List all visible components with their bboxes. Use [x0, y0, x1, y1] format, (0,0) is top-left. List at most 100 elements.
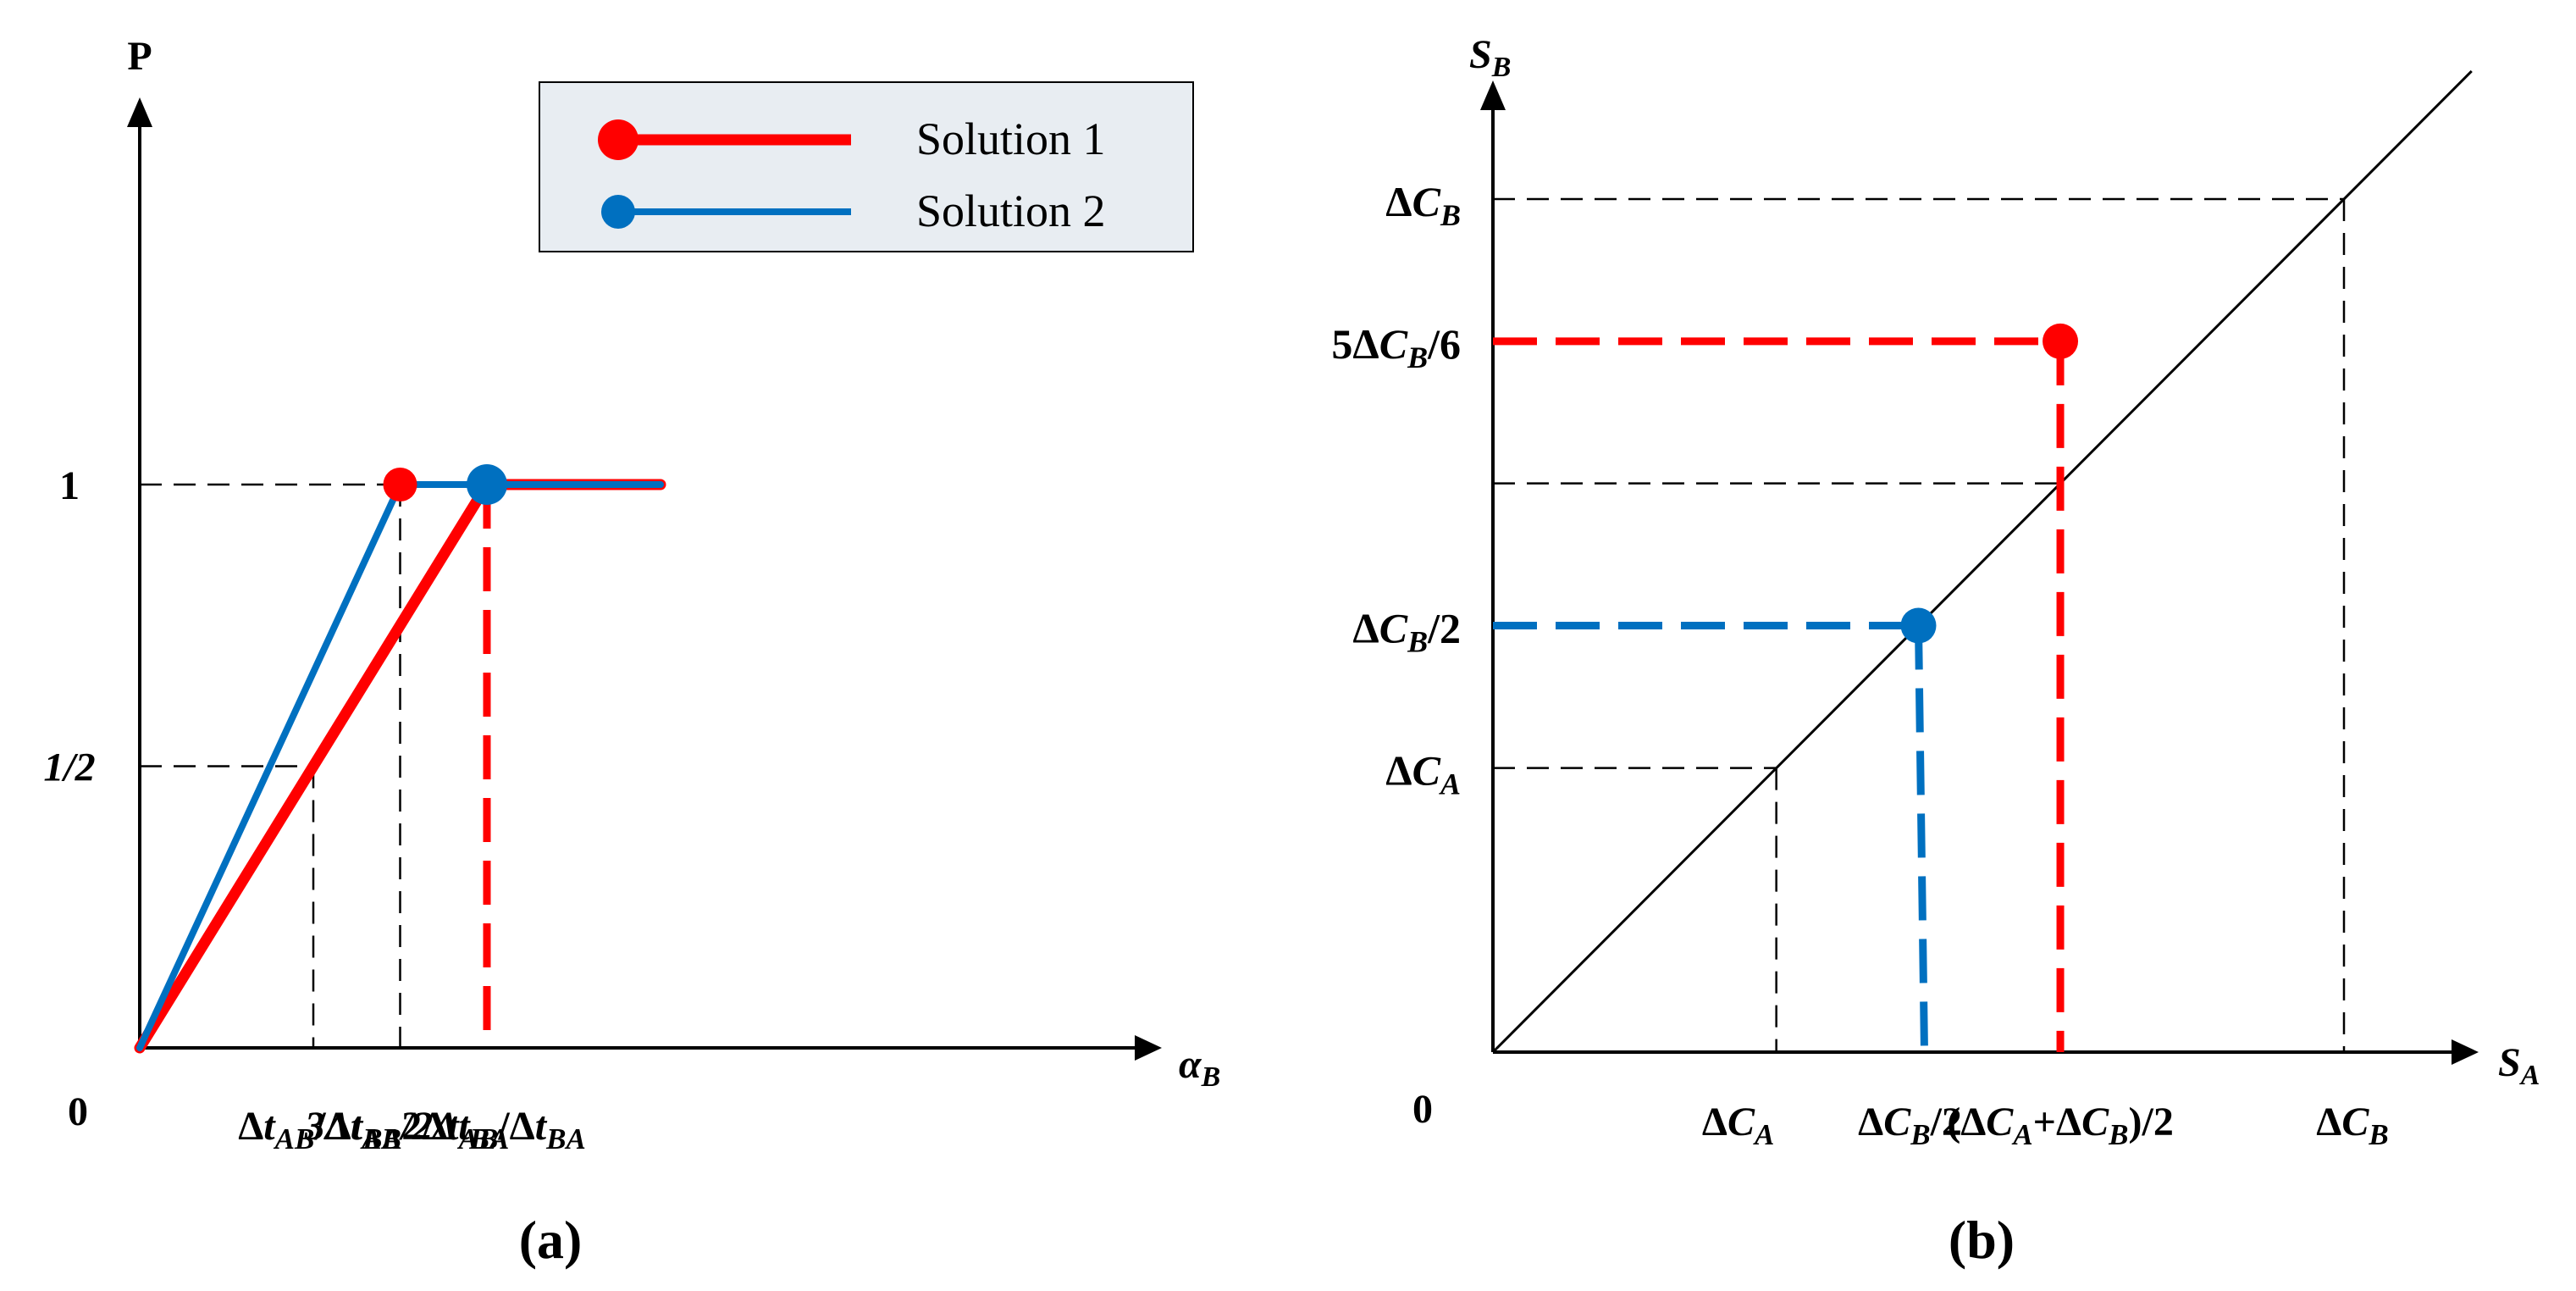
panel-a-x-tick-1: 3ΔtAB/2ΔtBA: [304, 1104, 510, 1155]
panel-b-y-arrow: [1480, 80, 1506, 110]
panel-b-y-tick-0-part-0: Δ: [1385, 178, 1412, 225]
panel-b-x-tick-2-part-5: B: [2108, 1118, 2128, 1151]
panel-a-y-arrow: [127, 97, 152, 127]
panel-b-y-tick-1: 5ΔCB/6: [1331, 320, 1461, 374]
panel-a-x-tick-0-part-3: /Δ: [313, 1104, 351, 1149]
panel-a-x-tick-0-part-2: AB: [274, 1122, 315, 1155]
panel-a-marker-solution-1: [383, 468, 417, 501]
panel-b-guides: [1493, 197, 2346, 1052]
panel-a-x-label-main: α: [1179, 1042, 1202, 1087]
panel-b-y-tick-0: ΔCB: [1385, 178, 1461, 232]
panel-b-x-tick-2-part-6: )/2: [2129, 1100, 2174, 1144]
panel-b-x-tick-2-part-4: C: [2081, 1100, 2109, 1144]
panel-a-y-ticks: 1 1/2: [43, 463, 95, 790]
panel-a-x-tick-1-part-3: /2Δ: [399, 1104, 458, 1149]
panel-b-x-tick-0-part-2: A: [1753, 1118, 1774, 1151]
panel-a-x-tick-0-part-5: BA: [362, 1122, 402, 1155]
panel-a-x-tick-1-part-0: 3Δ: [304, 1104, 351, 1149]
panel-a-caption: (a): [519, 1210, 583, 1270]
panel-b-y-tick-2-part-2: B: [1407, 625, 1428, 659]
panel-b-y-tick-1-part-2: B: [1407, 341, 1428, 374]
panel-b-y-label-main: S: [1469, 32, 1492, 77]
panel-a-origin-label: 0: [68, 1089, 88, 1134]
panel-b-x-tick-0-part-0: Δ: [1702, 1100, 1727, 1144]
panel-b-y-tick-2: ΔCB/2: [1352, 605, 1461, 659]
panel-a-x-tick-0-part-4: t: [351, 1104, 364, 1149]
panel-a-x-tick-0-part-0: Δ: [238, 1104, 263, 1149]
panel-a-x-tick-0-part-1: t: [263, 1104, 276, 1149]
panel-b-x-label-main: S: [2498, 1040, 2521, 1085]
panel-a-x-label-sub: B: [1201, 1061, 1221, 1093]
panel-b-y-label-sub: B: [1491, 52, 1512, 83]
panel-b-x-tick-0-part-1: C: [1727, 1100, 1755, 1144]
legend-box: [539, 81, 1194, 252]
panel-b-x-tick-1: ΔCB/2: [1858, 1100, 1962, 1151]
panel-a-x-arrow: [1135, 1035, 1162, 1061]
panel-b-y-tick-0-part-2: B: [1440, 198, 1461, 232]
panel-a-x-tick-2-part-1: t: [447, 1104, 460, 1149]
legend-marker-solution-1: [598, 119, 638, 160]
panel-a-series: [134, 464, 666, 1054]
panel-b-x-tick-2: (ΔCA+ΔCB)/2: [1947, 1100, 2174, 1151]
panel-b-y-tick-2-part-3: /2: [1427, 605, 1461, 652]
panel-a-x-tick-2-part-4: t: [535, 1104, 548, 1149]
panel-b-y-label: SB: [1469, 32, 1511, 83]
panel-b-y-tick-1-part-0: 5Δ: [1331, 320, 1379, 368]
panel-b-x-tick-1-part-0: Δ: [1858, 1100, 1883, 1144]
panel-b-x-tick-2-part-3: +Δ: [2033, 1100, 2081, 1144]
panel-b-y-tick-3-part-0: Δ: [1385, 747, 1412, 795]
panel-b-caption: (b): [1949, 1210, 2015, 1270]
panel-a-x-tick-2-part-5: BA: [545, 1122, 586, 1155]
panel-a-x-tick-2-part-0: 2Δ: [401, 1104, 447, 1149]
panel-b-x-arrow: [2452, 1039, 2479, 1065]
panel-b-x-tick-1-part-3: /2: [1930, 1100, 1962, 1144]
panel-a-x-tick-2-part-2: AB: [457, 1122, 499, 1155]
panel-a-x-tick-2: 2ΔtAB/ΔtBA: [401, 1104, 586, 1155]
panel-b-y-tick-3-part-2: A: [1439, 767, 1461, 801]
panel-a-x-tick-1-part-1: t: [351, 1104, 363, 1149]
panel-b-x-tick-3-part-1: C: [2341, 1100, 2369, 1144]
legend-label-solution-2: Solution 2: [916, 186, 1106, 236]
panel-b-v-dash-solution-2: [1915, 625, 1928, 1053]
panel-a-x-tick-2-part-3: /Δ: [497, 1104, 534, 1149]
panel-a-x-label: αB: [1179, 1042, 1220, 1093]
panel-a-x-tick-0: ΔtAB/ΔtBA: [238, 1104, 402, 1155]
panel-b-diagonal-line: [1491, 69, 2473, 1054]
legend-label-solution-1: Solution 1: [916, 114, 1106, 164]
panel-b-x-label-sub: A: [2519, 1060, 2540, 1091]
panel-b-x-tick-1-part-2: B: [1910, 1118, 1930, 1151]
panel-b-x-tick-1-part-1: C: [1883, 1100, 1911, 1144]
legend: Solution 1 Solution 2: [539, 81, 1194, 252]
legend-marker-solution-2: [601, 195, 635, 229]
panel-b-point-solution-2: [1900, 607, 1937, 644]
panel-b-point-solution-1: [2043, 323, 2079, 359]
panel-a-x-tick-1-part-4: t: [458, 1104, 471, 1149]
panel-b-y-tick-0-part-1: C: [1412, 178, 1441, 225]
panel-b-y-tick-1-part-3: /6: [1427, 320, 1461, 368]
panel-b-x-tick-3-part-2: B: [2368, 1118, 2388, 1151]
panel-b-x-tick-2-part-0: (Δ: [1947, 1100, 1986, 1144]
panel-a-x-tick-1-part-5: BA: [469, 1122, 510, 1155]
panel-b-x-label: SA: [2498, 1040, 2540, 1091]
panel-a-y-tick-1: 1/2: [43, 745, 95, 790]
panel-b-y-tick-3: ΔCA: [1385, 747, 1461, 801]
panel-a-x-tick-1-part-2: AB: [360, 1122, 401, 1155]
panel-a: P αB 0 11/2 ΔtAB/ΔtBA3ΔtAB/2ΔtBA2ΔtAB/Δt…: [43, 34, 1220, 1270]
panel-b-origin-label: 0: [1412, 1087, 1433, 1132]
panel-b-y-tick-2-part-0: Δ: [1352, 605, 1379, 652]
panel-b-y-tick-2-part-1: C: [1379, 605, 1408, 652]
panel-b-x-tick-3: ΔCB: [2316, 1100, 2388, 1151]
panel-a-y-tick-0: 1: [59, 463, 80, 508]
panel-b-x-tick-3-part-0: Δ: [2316, 1100, 2341, 1144]
panel-b-series: [1491, 69, 2473, 1054]
panel-a-y-label: P: [127, 34, 152, 79]
panel-b-x-tick-2-part-2: A: [2011, 1118, 2032, 1151]
panel-b-x-tick-2-part-1: C: [1986, 1100, 2014, 1144]
panel-b-x-tick-0: ΔCA: [1702, 1100, 1774, 1151]
panel-b-y-tick-3-part-1: C: [1412, 747, 1441, 795]
